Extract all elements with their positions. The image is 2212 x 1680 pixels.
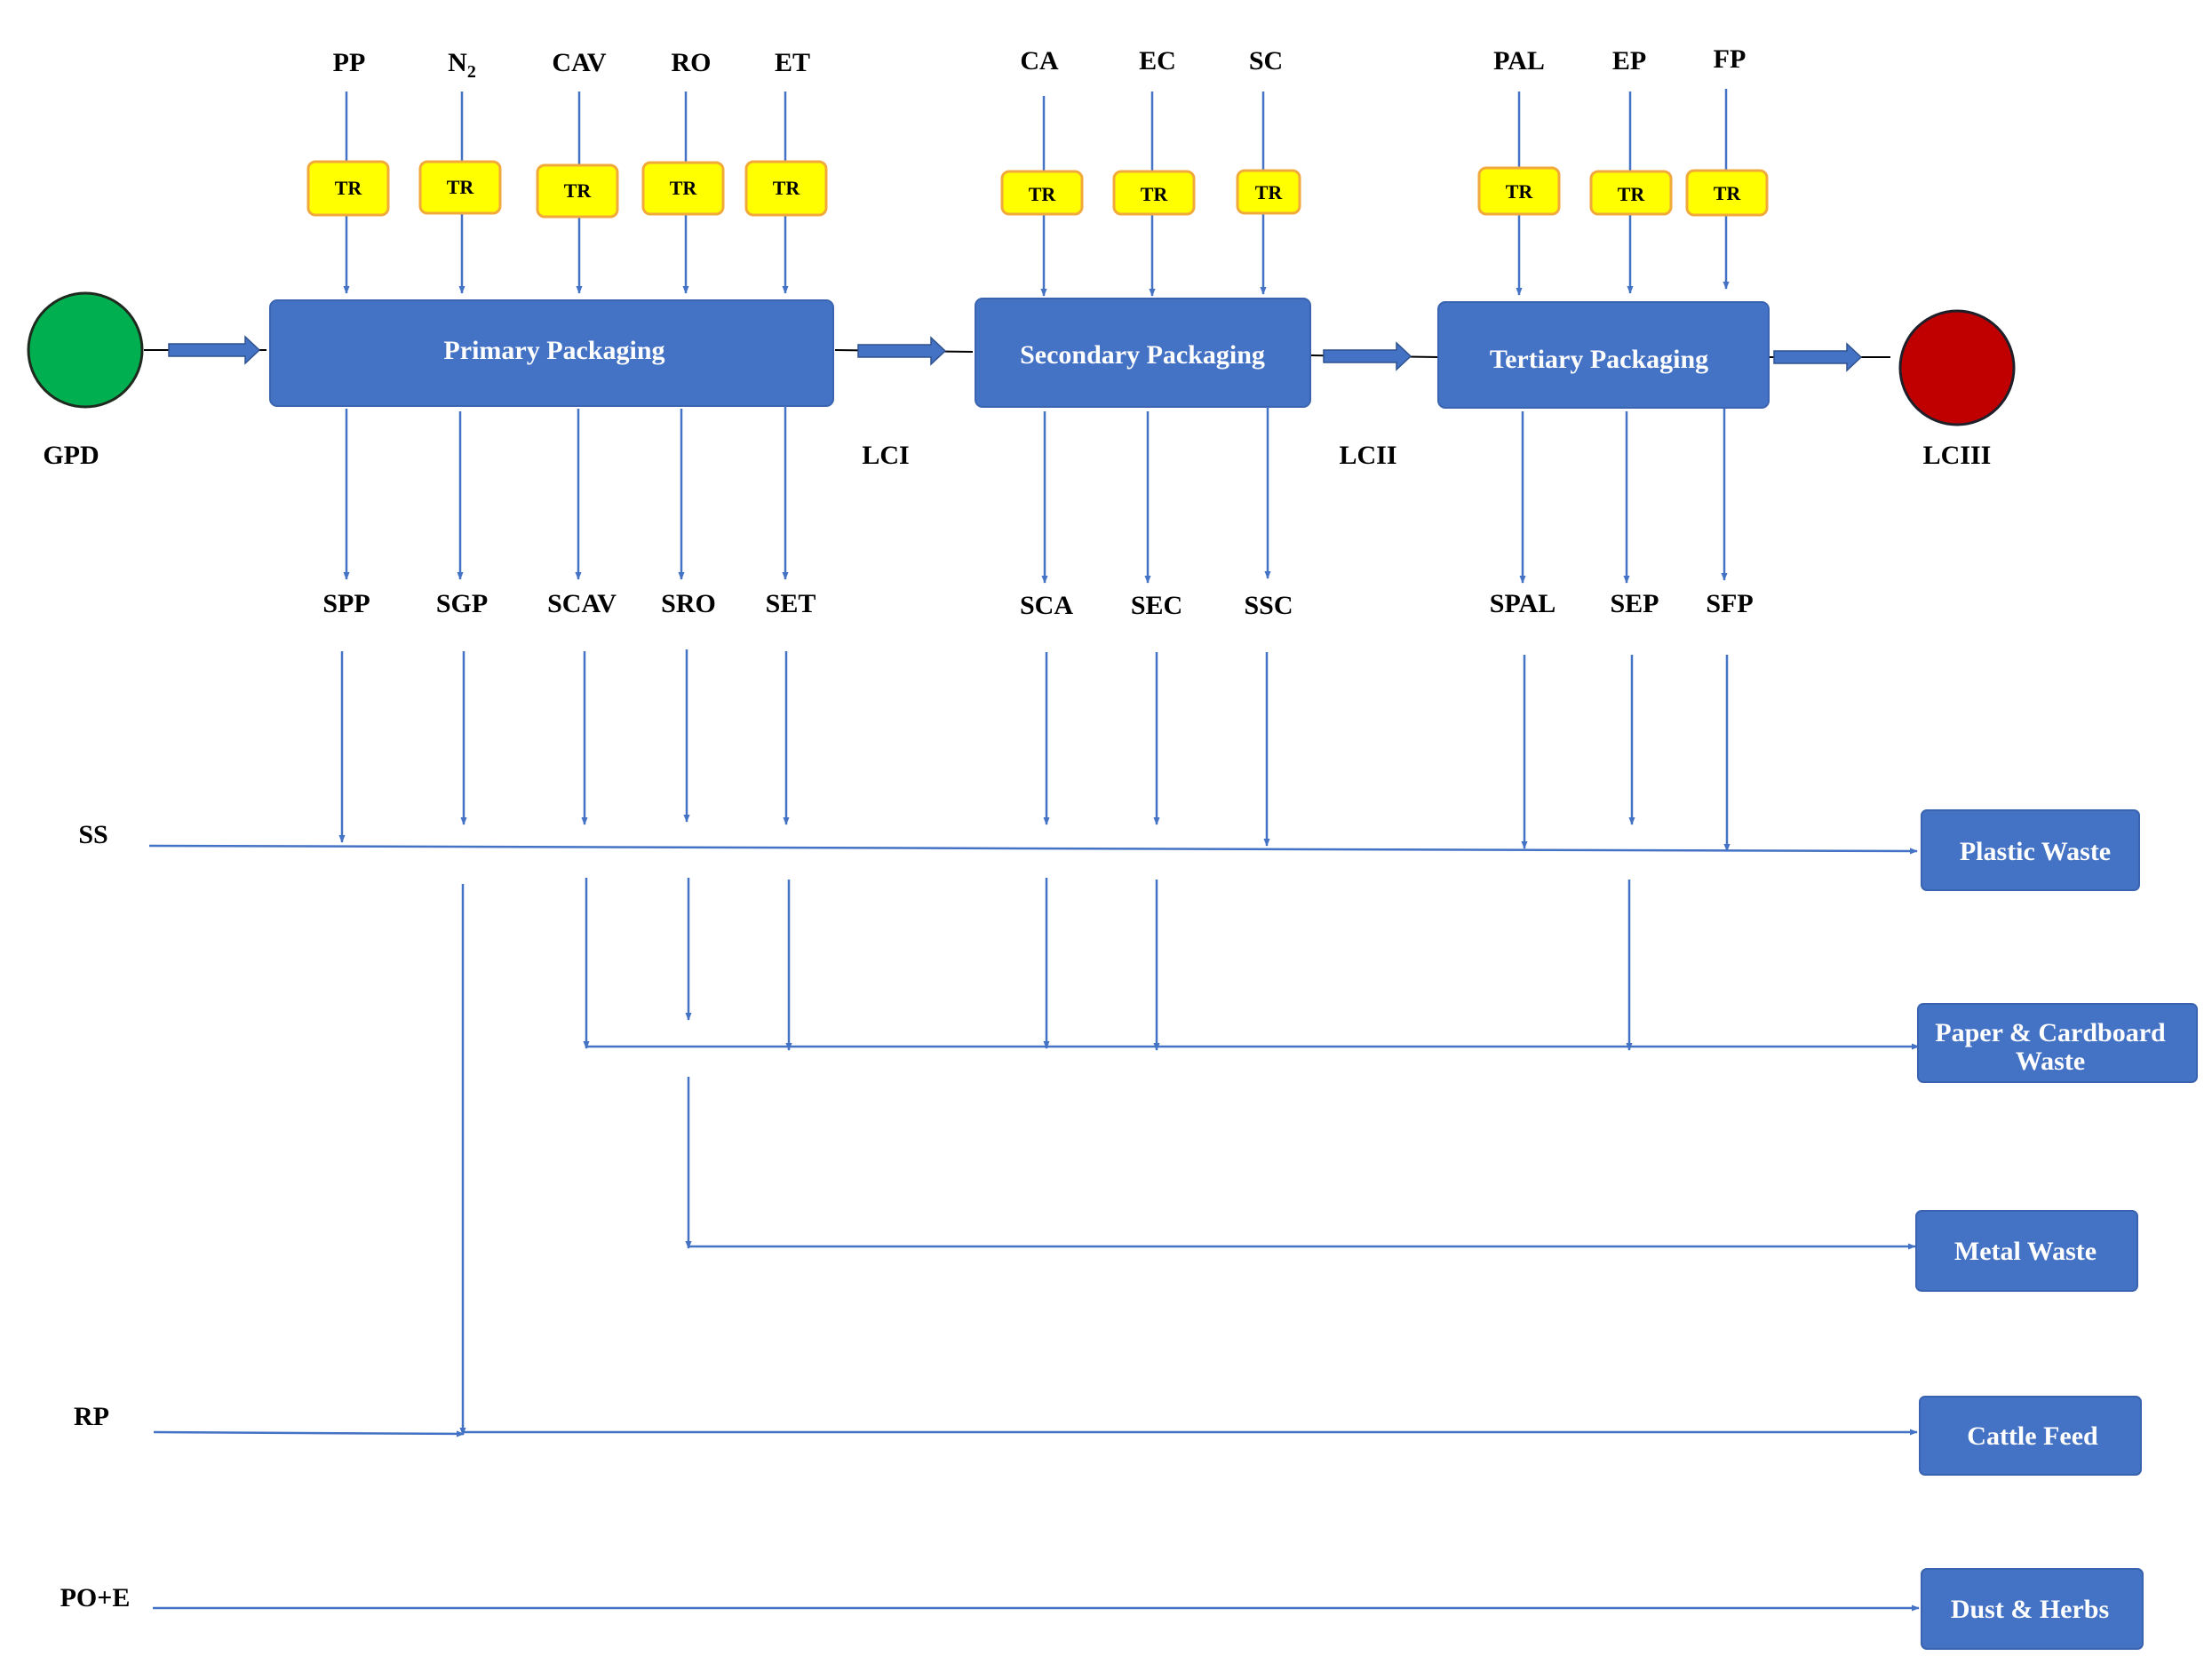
waste-label-paper-line1: Paper & Cardboard: [1935, 1018, 2166, 1047]
tr-boxes: [306, 160, 1769, 219]
input-label-fp: FP: [1714, 44, 1747, 74]
waste-box-dust: [1921, 1568, 2144, 1650]
tr-label-sc: TR: [1255, 181, 1284, 203]
waste-labels: Plastic Waste Paper & Cardboard Waste Me…: [1935, 837, 2166, 1624]
tr-box-ca: [1000, 170, 1084, 216]
tr-label-fp: TR: [1714, 182, 1742, 204]
output-label-sep: SEP: [1610, 589, 1659, 618]
output-label-spp: SPP: [322, 589, 370, 618]
ss-flow: [148, 844, 1918, 855]
waste-label-plastic: Plastic Waste: [1960, 837, 2111, 866]
output-labels: SPP SGP SCAV SRO SET SCA SEC SSC SPAL SE…: [322, 589, 1753, 620]
stage-primary-packaging: [269, 299, 834, 407]
waste-box-plastic: [1921, 809, 2140, 891]
input-label-ro: RO: [672, 48, 712, 77]
stream-label-poe: PO+E: [60, 1583, 131, 1612]
waste-boxes: [1915, 809, 2198, 1650]
tr-label-ro: TR: [670, 177, 698, 199]
tr-label-pal: TR: [1506, 180, 1534, 203]
output-label-sro: SRO: [661, 589, 716, 618]
input-label-ec: EC: [1139, 46, 1176, 76]
output-label-sec: SEC: [1131, 591, 1182, 620]
output-label-sgp: SGP: [436, 589, 488, 618]
output-label-ssc: SSC: [1244, 591, 1293, 620]
tr-box-pp: [306, 160, 390, 217]
waste-box-metal: [1915, 1210, 2138, 1292]
tr-box-fp: [1685, 169, 1769, 217]
stage-link-lcii: LCII: [1339, 441, 1396, 470]
end-node-circle: [1898, 309, 2016, 426]
tr-box-sc: [1236, 169, 1301, 215]
tr-label-ep: TR: [1618, 183, 1646, 205]
start-node-label: GPD: [43, 441, 99, 470]
output-label-spal: SPAL: [1490, 589, 1556, 618]
start-node-circle: [27, 291, 144, 409]
input-label-ca: CA: [1020, 46, 1059, 76]
input-label-pp: PP: [333, 48, 366, 77]
tr-label-ec: TR: [1141, 183, 1169, 205]
tr-box-ro: [641, 161, 725, 216]
tr-label-et: TR: [773, 177, 801, 199]
waste-label-cattle: Cattle Feed: [1967, 1421, 2098, 1451]
tr-box-cav: [536, 163, 619, 219]
waste-label-paper-line2: Waste: [2016, 1047, 2085, 1076]
paper-drop-arrows: [583, 878, 1633, 1051]
input-label-pal: PAL: [1493, 46, 1545, 76]
stage-label-tertiary: Tertiary Packaging: [1490, 345, 1708, 374]
cattle-flow: [153, 884, 1918, 1437]
stage-link-lci: LCI: [862, 441, 909, 470]
tr-box-pal: [1477, 166, 1561, 216]
input-label-sc: SC: [1249, 46, 1283, 76]
tr-label-cav: TR: [564, 179, 593, 202]
stage-label-secondary: Secondary Packaging: [1020, 340, 1265, 370]
output-label-sca: SCA: [1020, 591, 1073, 620]
stage-secondary-packaging: [975, 298, 1311, 408]
waste-box-paper: [1917, 1003, 2198, 1083]
block-arrow-lci: [857, 336, 947, 366]
block-arrow-lcii: [1323, 341, 1412, 371]
stream-label-ss: SS: [78, 820, 107, 849]
input-label-n2: N2: [448, 48, 476, 82]
output-arrows: [343, 406, 1728, 584]
tr-box-n2: [418, 160, 502, 215]
waste-box-cattle: [1919, 1396, 2142, 1476]
stream-label-rp: RP: [74, 1402, 109, 1431]
output-label-sfp: SFP: [1706, 589, 1753, 618]
input-label-cav: CAV: [552, 48, 606, 77]
waste-label-dust: Dust & Herbs: [1951, 1595, 2109, 1624]
block-arrow-end: [1773, 342, 1863, 372]
input-labels: PP N2 CAV RO ET CA EC SC PAL EP FP: [333, 44, 1747, 82]
ss-drop-arrows: [338, 649, 1731, 852]
output-label-set: SET: [766, 589, 816, 618]
input-label-ep: EP: [1612, 46, 1646, 76]
main-flow: Primary Packaging Secondary Packaging Te…: [27, 291, 2016, 470]
waste-label-metal: Metal Waste: [1954, 1237, 2097, 1266]
stage-tertiary-packaging: [1437, 301, 1770, 409]
ss-line: [148, 844, 1918, 855]
stage-label-primary: Primary Packaging: [443, 336, 664, 365]
end-node-label: LCIII: [1923, 441, 1992, 470]
output-label-scav: SCAV: [547, 589, 617, 618]
tr-box-et: [744, 160, 828, 217]
tr-box-ec: [1112, 170, 1196, 216]
tr-box-ep: [1589, 170, 1673, 216]
metal-flow: [685, 1077, 1916, 1250]
input-label-et: ET: [775, 48, 810, 77]
tr-label-pp: TR: [335, 177, 363, 199]
block-arrow-start: [168, 335, 261, 365]
tr-labels: TR TR TR TR TR TR TR TR TR TR TR: [335, 176, 1742, 205]
tr-label-ca: TR: [1029, 183, 1057, 205]
tr-label-n2: TR: [447, 176, 475, 198]
rp-line: [153, 1430, 465, 1437]
